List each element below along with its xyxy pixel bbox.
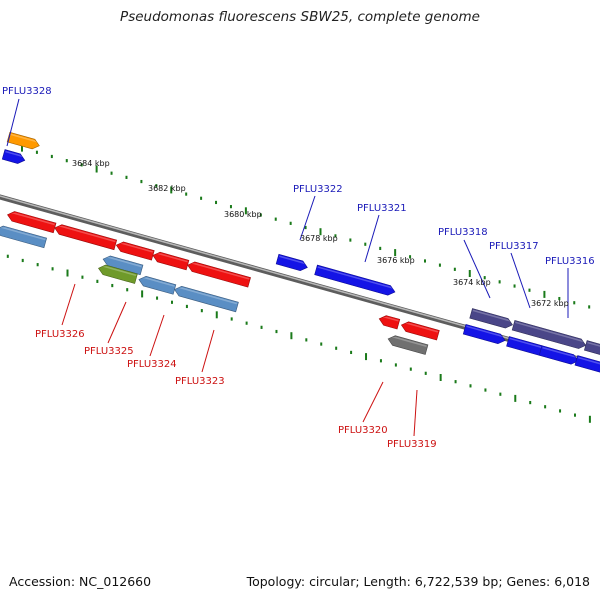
accession-value: NC_012660 [79,574,152,589]
callout-line [413,389,418,437]
gene-label-forward: PFLU3322 [293,184,343,195]
accession-info: Accession: NC_012660 [9,574,151,589]
kbp-label: 3672 kbp [531,299,569,308]
gene-arrow-fwd [462,324,506,345]
gene-arrow-PFLU3316 [583,340,600,362]
callout-line [149,314,165,357]
kbp-label: 3684 kbp [72,159,110,168]
gene-arrow-PFLU3318 [469,308,513,329]
gene-label-forward: PFLU3321 [357,203,407,214]
callout-layer [6,98,569,437]
callout-line [362,381,384,423]
kbp-label: 3682 kbp [148,184,186,193]
gene-label-forward: PFLU3317 [489,241,539,252]
gene-arrow-PFLU3328 [6,131,40,150]
gene-label-reverse: PFLU3326 [35,329,85,340]
callout-line [364,214,380,263]
callout-line [463,239,491,299]
gene-arrow-PFLU3322 [275,253,308,271]
genes-value: 6,018 [554,574,590,589]
gene-arrow-PFLU3317 [511,320,587,349]
callout-line [510,252,531,309]
callout-line [6,98,20,147]
gene-arrow-PFLU3319 [400,321,440,341]
gene-label-forward: PFLU3328 [2,86,52,97]
gene-arrow-fwd [1,149,26,164]
gene-label-forward: PFLU3318 [438,227,488,238]
gene-arrow-PFLU3324 [98,264,138,284]
length-prefix: Length: [363,574,411,589]
topology-prefix: Topology: [246,574,306,589]
gene-arrow-PFLU3323 [187,261,251,288]
gene-arrow-PFLU3319 [387,335,429,355]
kbp-label: 3676 kbp [377,256,415,265]
callout-line [61,283,76,326]
gene-arrow-PFLU3316 [538,345,579,365]
accession-prefix: Accession: [9,574,76,589]
callout-line [299,195,316,241]
gene-label-reverse: PFLU3320 [338,425,388,436]
tick-rows [6,144,591,423]
kbp-label: 3680 kbp [224,210,262,219]
kbp-label: 3674 kbp [453,278,491,287]
gene-label-reverse: PFLU3323 [175,376,225,387]
gene-arrow-rev [7,211,57,234]
kbp-label: 3678 kbp [300,234,338,243]
callout-line [107,301,127,344]
callout-line [201,329,215,373]
gene-arrow-rev [115,241,155,261]
gene-arrow-rev [0,225,48,249]
topology-value: circular [309,574,356,589]
gene-arrow-PFLU3320 [378,315,401,330]
length-value: 6,722,539 bp [414,574,499,589]
gene-arrow-fwd [574,355,600,378]
genome-stats: Topology: circular; Length: 6,722,539 bp… [246,574,590,589]
gene-arrow-PFLU3321 [314,264,396,296]
gene-arrow-rev [152,251,190,271]
map-title: Pseudomonas fluorescens SBW25, complete … [120,9,480,25]
gene-arrow-PFLU3323 [174,285,239,313]
gene-arrow-PFLU3324 [138,275,177,295]
gene-label-reverse: PFLU3325 [84,346,134,357]
gene-label-reverse: PFLU3319 [387,439,437,450]
genes-prefix: Genes: [506,574,551,589]
label-layer: 3684 kbp 3682 kbp 3680 kbp 3678 kbp 3676 kbp… [2,86,595,450]
gene-label-reverse: PFLU3324 [127,359,177,370]
gene-arrow-rev [54,224,118,251]
gene-label-forward: PFLU3316 [545,256,595,267]
gene-layer [0,131,600,378]
